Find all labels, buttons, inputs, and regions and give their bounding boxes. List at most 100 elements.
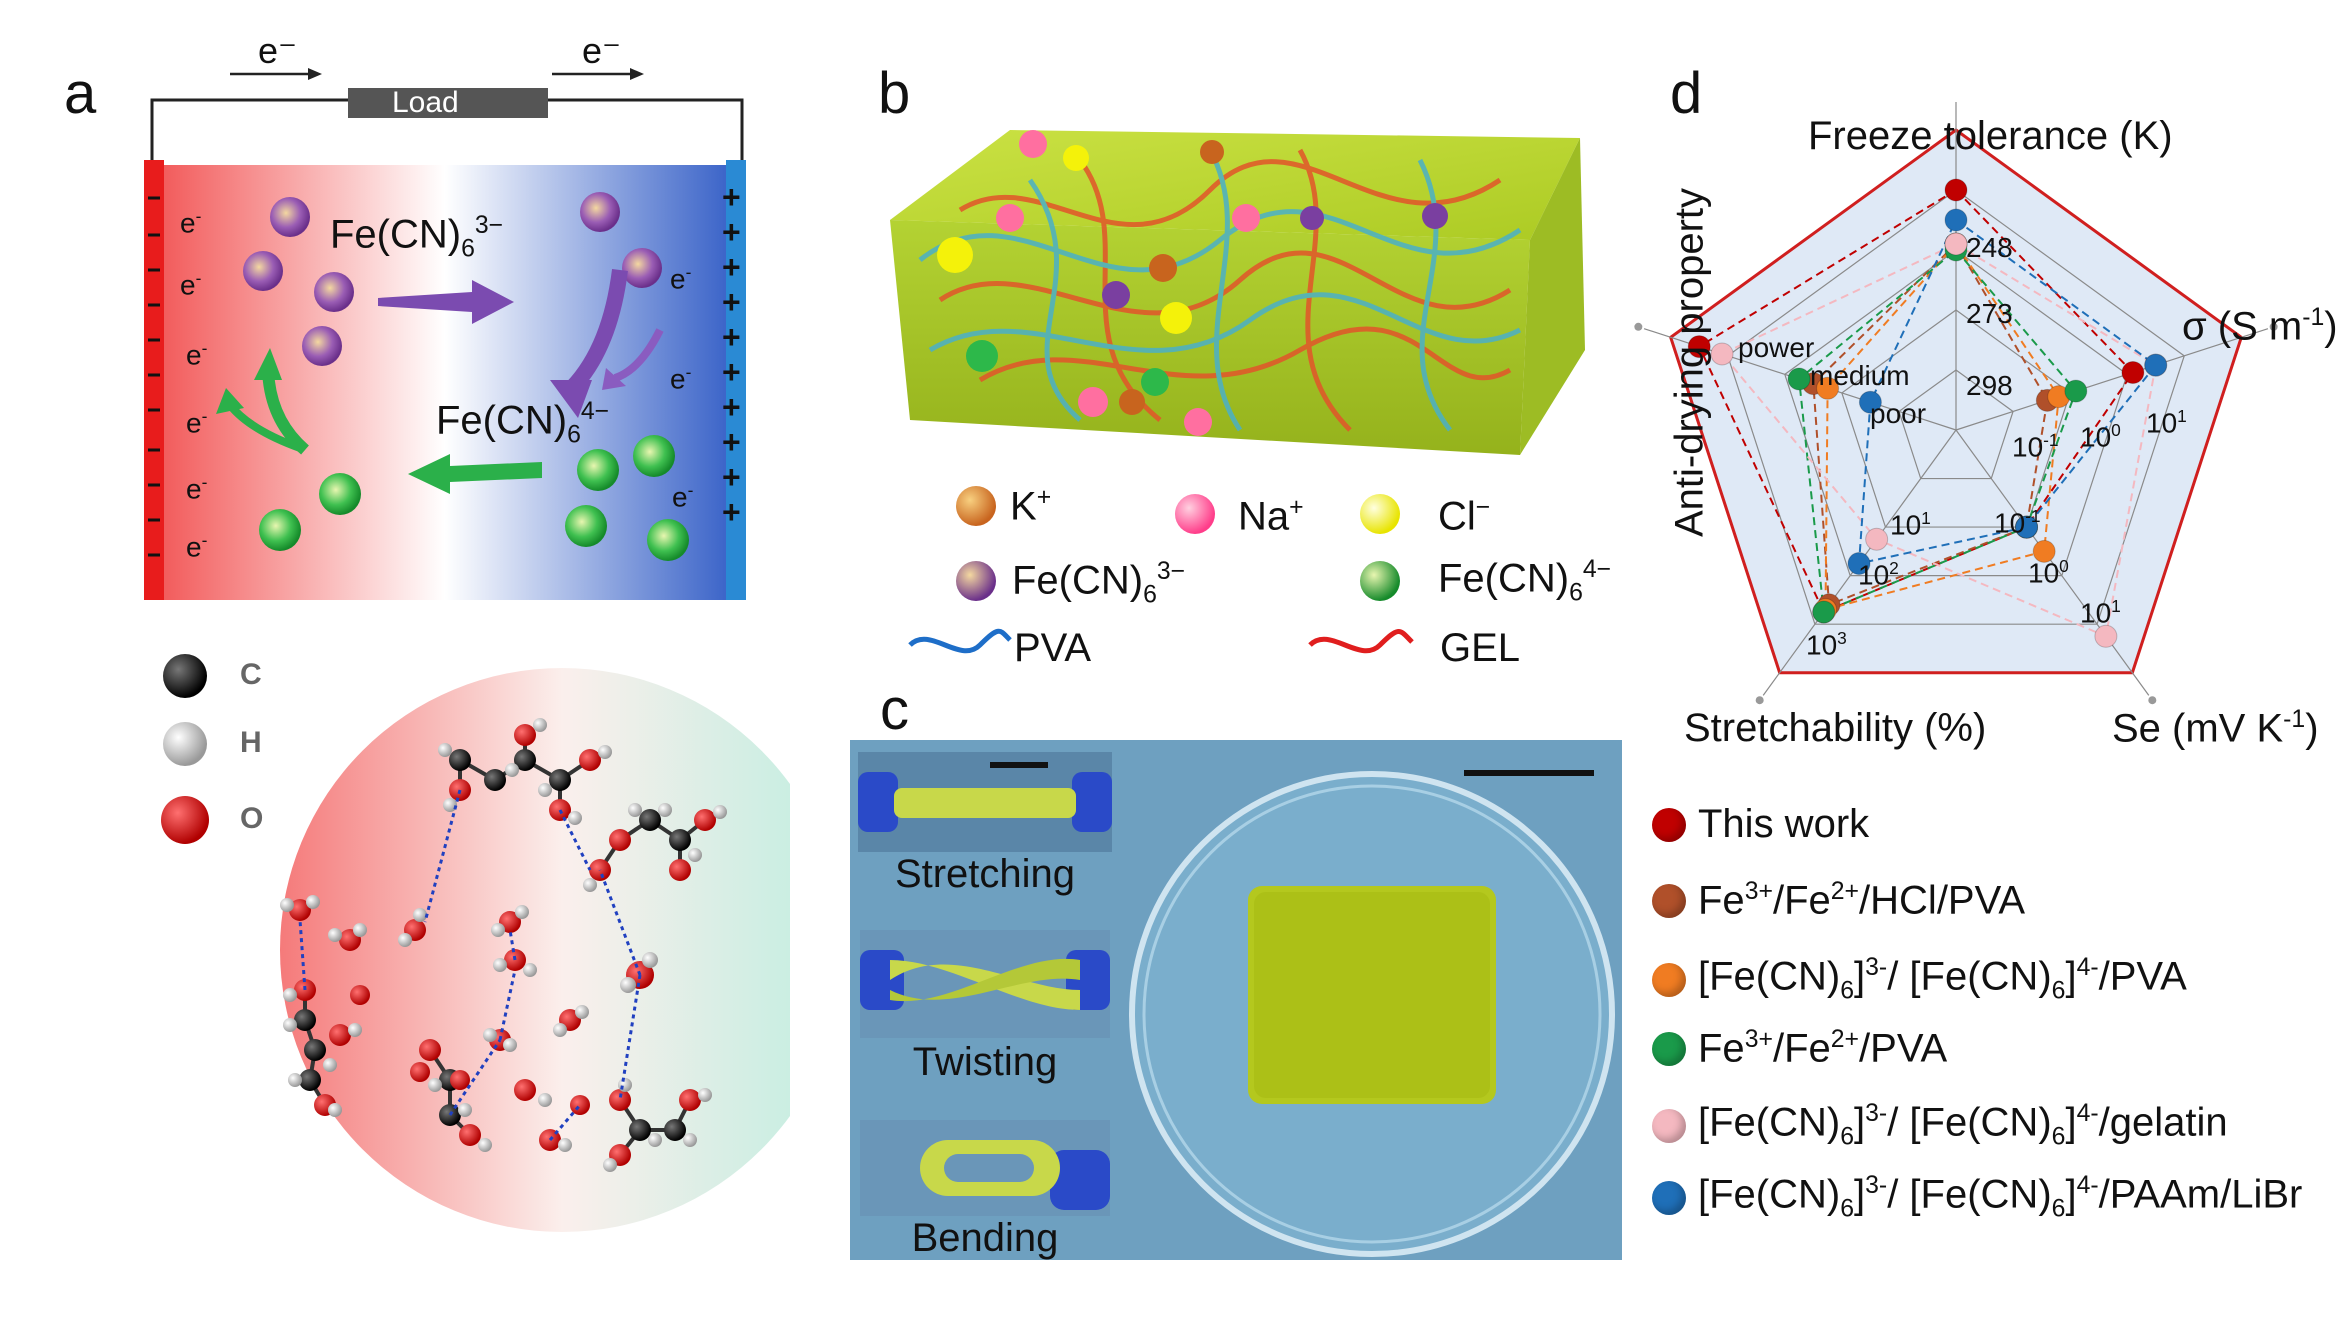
tick-stretch-1: 101 (1890, 508, 1931, 541)
legend-label: [Fe(CN)6]3-/ [Fe(CN)6]4-/PVA (1698, 954, 2187, 1005)
tick-se-1: 10-1 (1994, 506, 2041, 539)
ferrocyanide-label: Fe(CN)64− (436, 398, 610, 449)
stretching-label: Stretching (894, 852, 1076, 896)
molecule-diagram (161, 654, 790, 1232)
tick-freeze-273: 273 (1966, 298, 2013, 329)
fe4-label: Fe(CN)64− (1438, 556, 1612, 607)
radar-series-point (1858, 390, 1882, 414)
panel-a-circuit (144, 68, 746, 600)
electron-right: e- (672, 480, 694, 513)
radar-chart (1634, 102, 2278, 705)
tick-se-2: 100 (2028, 556, 2069, 589)
molecule-circle (280, 668, 790, 1232)
pva-label: PVA (1014, 626, 1092, 670)
ferricyanide-label: Fe(CN)63− (330, 212, 504, 263)
radar-series-point (1865, 527, 1889, 551)
load-label: Load (392, 86, 459, 119)
radar-axis-line (1955, 328, 2269, 431)
positive-electrode (726, 160, 746, 600)
electron-right: e- (670, 362, 692, 395)
fe4-marker (1360, 561, 1400, 601)
panel-letter-c: c (880, 677, 909, 742)
fe3-marker (956, 561, 996, 601)
axis-label-stretch: Stretchability (%) (1684, 706, 1987, 750)
legend-label: This work (1698, 802, 1870, 846)
tick-sigma-1: 10-1 (2012, 430, 2059, 463)
radar-series-point (2121, 361, 2145, 385)
pva-line (908, 628, 1012, 654)
radar-grid-ring (1898, 369, 2014, 480)
gel-line (1308, 629, 1414, 654)
radar-series-line (1697, 188, 2135, 614)
cl-ion-marker (1360, 494, 1400, 534)
panel-letter-b: b (878, 61, 911, 126)
radar-series-point (1787, 367, 1811, 391)
radar-grid-ring (1727, 189, 2185, 625)
legend-marker (1652, 807, 1686, 842)
twisting-photo (860, 930, 1110, 1038)
tick-se-3: 101 (2080, 596, 2121, 629)
negative-electrode (144, 160, 164, 600)
k-ion-label: K+ (1010, 484, 1052, 529)
green-arrow-left (408, 454, 542, 494)
radar-series-point (1944, 178, 1968, 202)
bending-photo (860, 1120, 1110, 1216)
electron-left: e- (186, 530, 208, 563)
radar-series-line (1812, 242, 2049, 607)
electron-left: e- (186, 406, 208, 439)
tick-anti-poor: poor (1870, 398, 1927, 429)
na-ion-label: Na+ (1238, 494, 1304, 539)
radar-series-point (1847, 551, 1871, 575)
legend-marker (1652, 962, 1686, 997)
legend-label: Fe3+/Fe2+/HCl/PVA (1698, 878, 2026, 923)
legend-marker (1652, 1031, 1686, 1066)
radar-axis-tip (2269, 322, 2278, 331)
atom-label-h: H (240, 726, 262, 759)
legend-item: Fe3+/Fe2+/HCl/PVA (1652, 878, 2025, 923)
radar-axis-tip (2148, 696, 2157, 705)
legend-marker (1652, 1180, 1686, 1215)
legend-item: [Fe(CN)6]3-/ [Fe(CN)6]4-/PAAm/LiBr (1652, 1172, 2302, 1223)
k-ion-marker (956, 486, 996, 526)
radar-series-point (1812, 600, 1836, 624)
legend-item: This work (1652, 802, 1869, 847)
tick-freeze-298: 298 (1966, 370, 2013, 401)
electron-left: e- (186, 472, 208, 505)
radar-axis-tip (1634, 322, 1643, 331)
legend-item: Fe3+/Fe2+/PVA (1652, 1026, 1947, 1071)
atom-label-o: O (240, 802, 264, 835)
electron-left: e- (186, 338, 208, 371)
legend-marker (1652, 883, 1686, 918)
panel-b-legend-markers (908, 486, 1414, 654)
fe3-label: Fe(CN)63− (1012, 558, 1186, 609)
ferricyanide-ions (243, 192, 662, 366)
tick-freeze-248: 248 (1966, 232, 2013, 263)
panel-letter-d: d (1670, 61, 1703, 126)
electron-right: e- (670, 262, 692, 295)
radar-series-point (1944, 208, 1968, 232)
radar-series-point (1687, 335, 1711, 359)
radar-series-point (1710, 342, 1734, 366)
radar-series-point (2144, 353, 2168, 377)
tick-sigma-3: 101 (2146, 406, 2187, 439)
tick-anti-power: power (1738, 332, 1815, 363)
axis-label-antidrying: Anti-drying property (1667, 187, 1712, 538)
purple-arrow-right (378, 280, 514, 324)
radar-axis-line (1955, 429, 2150, 696)
radar-series-point (1944, 232, 1968, 256)
legend-item: [Fe(CN)6]3-/ [Fe(CN)6]4-/gelatin (1652, 1100, 2228, 1151)
legend-label: [Fe(CN)6]3-/ [Fe(CN)6]4-/PAAm/LiBr (1698, 1172, 2303, 1223)
tick-sigma-2: 100 (2080, 420, 2121, 453)
radar-series-point (2015, 515, 2039, 539)
axis-label-sigma: σ (S m-1) (2182, 304, 2338, 349)
cl-ion-label: Cl− (1438, 494, 1491, 539)
radar-axis-tip (1755, 696, 1764, 705)
legend-marker (1652, 1108, 1686, 1143)
bending-label: Bending (911, 1216, 1059, 1260)
ferrocyanide-ions (259, 435, 689, 561)
twisting-label: Twisting (912, 1040, 1058, 1084)
radar-series-line (1824, 242, 2060, 611)
atom-label-c: C (240, 658, 262, 691)
radar-series-point (2094, 624, 2118, 648)
legend-item: [Fe(CN)6]3-/ [Fe(CN)6]4-/PVA (1652, 954, 2187, 1005)
